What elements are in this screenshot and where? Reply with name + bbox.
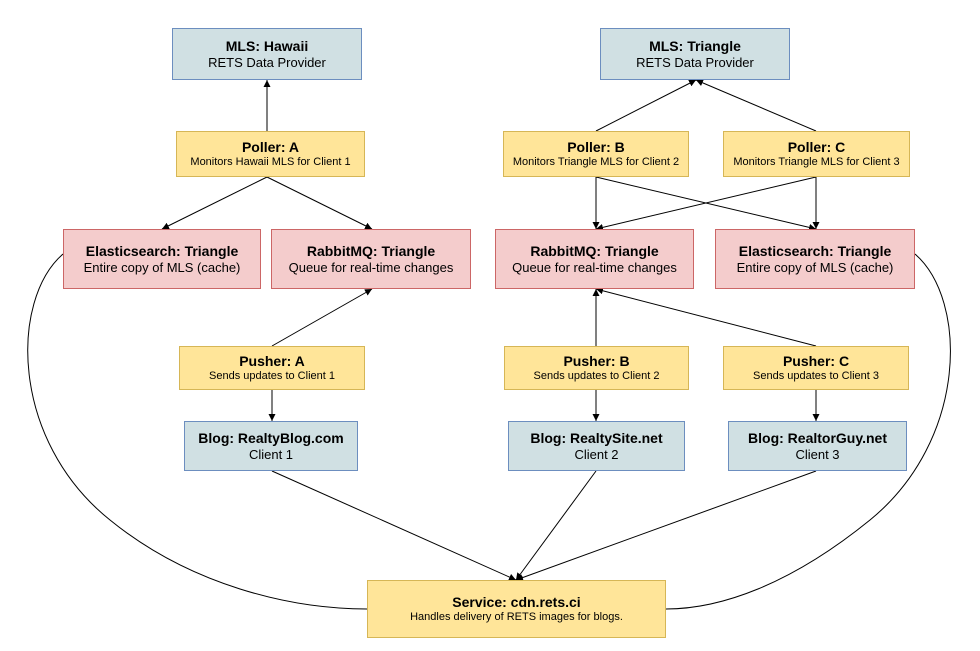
edge-poller-a-to-elasticsearch — [161, 176, 268, 230]
edge-blog-2-to-service — [515, 470, 597, 581]
poller-c-title: Poller: C — [787, 139, 846, 155]
edge-elasticsearch-1-to-service — [27, 253, 368, 610]
service-title: Service: cdn.rets.ci — [452, 594, 581, 610]
mls-hawaii-subtitle: RETS Data Provider — [208, 54, 326, 70]
poller-b-subtitle: Monitors Triangle MLS for Client 2 — [512, 155, 680, 168]
blog-1-subtitle: Client 1 — [248, 446, 294, 462]
rabbitmq-1-title: RabbitMQ: Triangle — [306, 242, 436, 259]
blog-3-node: Blog: RealtorGuy.net Client 3 — [728, 421, 907, 471]
edge-blog-1-to-service — [271, 470, 517, 581]
edge-blog-3-to-service — [515, 470, 817, 581]
pusher-c-subtitle: Sends updates to Client 3 — [753, 369, 879, 382]
edge-pusher-a-to-rabbitmq — [271, 288, 373, 347]
poller-c-subtitle: Monitors Triangle MLS for Client 3 — [733, 155, 900, 168]
edge-poller-b-to-mls-triangle — [595, 79, 697, 132]
mls-hawaii-node: MLS: Hawaii RETS Data Provider — [172, 28, 362, 80]
poller-a-title: Poller: A — [241, 139, 300, 155]
edge-poller-c-to-mls-triangle — [695, 79, 817, 132]
blog-1-title: Blog: RealtyBlog.com — [198, 429, 344, 446]
edge-pusher-c-to-rabbitmq — [595, 287, 817, 347]
edge-elasticsearch-2-to-service — [665, 253, 951, 610]
mls-triangle-node: MLS: Triangle RETS Data Provider — [600, 28, 790, 80]
poller-a-subtitle: Monitors Hawaii MLS for Client 1 — [190, 155, 351, 168]
pusher-b-title: Pusher: B — [563, 353, 630, 369]
blog-2-subtitle: Client 2 — [574, 446, 619, 462]
pusher-b-subtitle: Sends updates to Client 2 — [533, 369, 660, 382]
elasticsearch-1-subtitle: Entire copy of MLS (cache) — [83, 259, 241, 275]
blog-2-title: Blog: RealtySite.net — [530, 429, 663, 446]
service-node: Service: cdn.rets.ci Handles delivery of… — [367, 580, 666, 638]
blog-1-node: Blog: RealtyBlog.com Client 1 — [184, 421, 358, 471]
pusher-c-node: Pusher: C Sends updates to Client 3 — [723, 346, 909, 390]
rabbitmq-1-subtitle: Queue for real-time changes — [288, 259, 454, 275]
poller-b-title: Poller: B — [567, 139, 625, 155]
pusher-a-title: Pusher: A — [239, 353, 305, 369]
mls-triangle-subtitle: RETS Data Provider — [636, 54, 754, 70]
blog-2-node: Blog: RealtySite.net Client 2 — [508, 421, 685, 471]
pusher-c-title: Pusher: C — [782, 353, 850, 369]
edge-poller-a-to-rabbitmq — [266, 176, 373, 230]
blog-3-subtitle: Client 3 — [795, 446, 840, 462]
blog-3-title: Blog: RealtorGuy.net — [748, 429, 887, 446]
pusher-a-node: Pusher: A Sends updates to Client 1 — [179, 346, 365, 390]
rabbitmq-2-title: RabbitMQ: Triangle — [530, 242, 659, 259]
mls-triangle-title: MLS: Triangle — [649, 37, 741, 54]
pusher-a-subtitle: Sends updates to Client 1 — [209, 369, 335, 382]
rabbitmq-2-subtitle: Queue for real-time changes — [512, 259, 677, 275]
elasticsearch-1-node: Elasticsearch: Triangle Entire copy of M… — [63, 229, 261, 289]
service-subtitle: Handles delivery of RETS images for blog… — [410, 610, 623, 623]
poller-a-node: Poller: A Monitors Hawaii MLS for Client… — [176, 131, 365, 177]
mls-hawaii-title: MLS: Hawaii — [225, 37, 309, 54]
edge-poller-c-to-rabbitmq — [595, 176, 817, 231]
elasticsearch-2-subtitle: Entire copy of MLS (cache) — [736, 259, 894, 275]
elasticsearch-2-title: Elasticsearch: Triangle — [738, 242, 892, 259]
rabbitmq-2-node: RabbitMQ: Triangle Queue for real-time c… — [495, 229, 694, 289]
rabbitmq-1-node: RabbitMQ: Triangle Queue for real-time c… — [271, 229, 471, 289]
poller-c-node: Poller: C Monitors Triangle MLS for Clie… — [723, 131, 910, 177]
poller-b-node: Poller: B Monitors Triangle MLS for Clie… — [503, 131, 689, 177]
elasticsearch-1-title: Elasticsearch: Triangle — [85, 242, 239, 259]
pusher-b-node: Pusher: B Sends updates to Client 2 — [504, 346, 689, 390]
elasticsearch-2-node: Elasticsearch: Triangle Entire copy of M… — [715, 229, 915, 289]
